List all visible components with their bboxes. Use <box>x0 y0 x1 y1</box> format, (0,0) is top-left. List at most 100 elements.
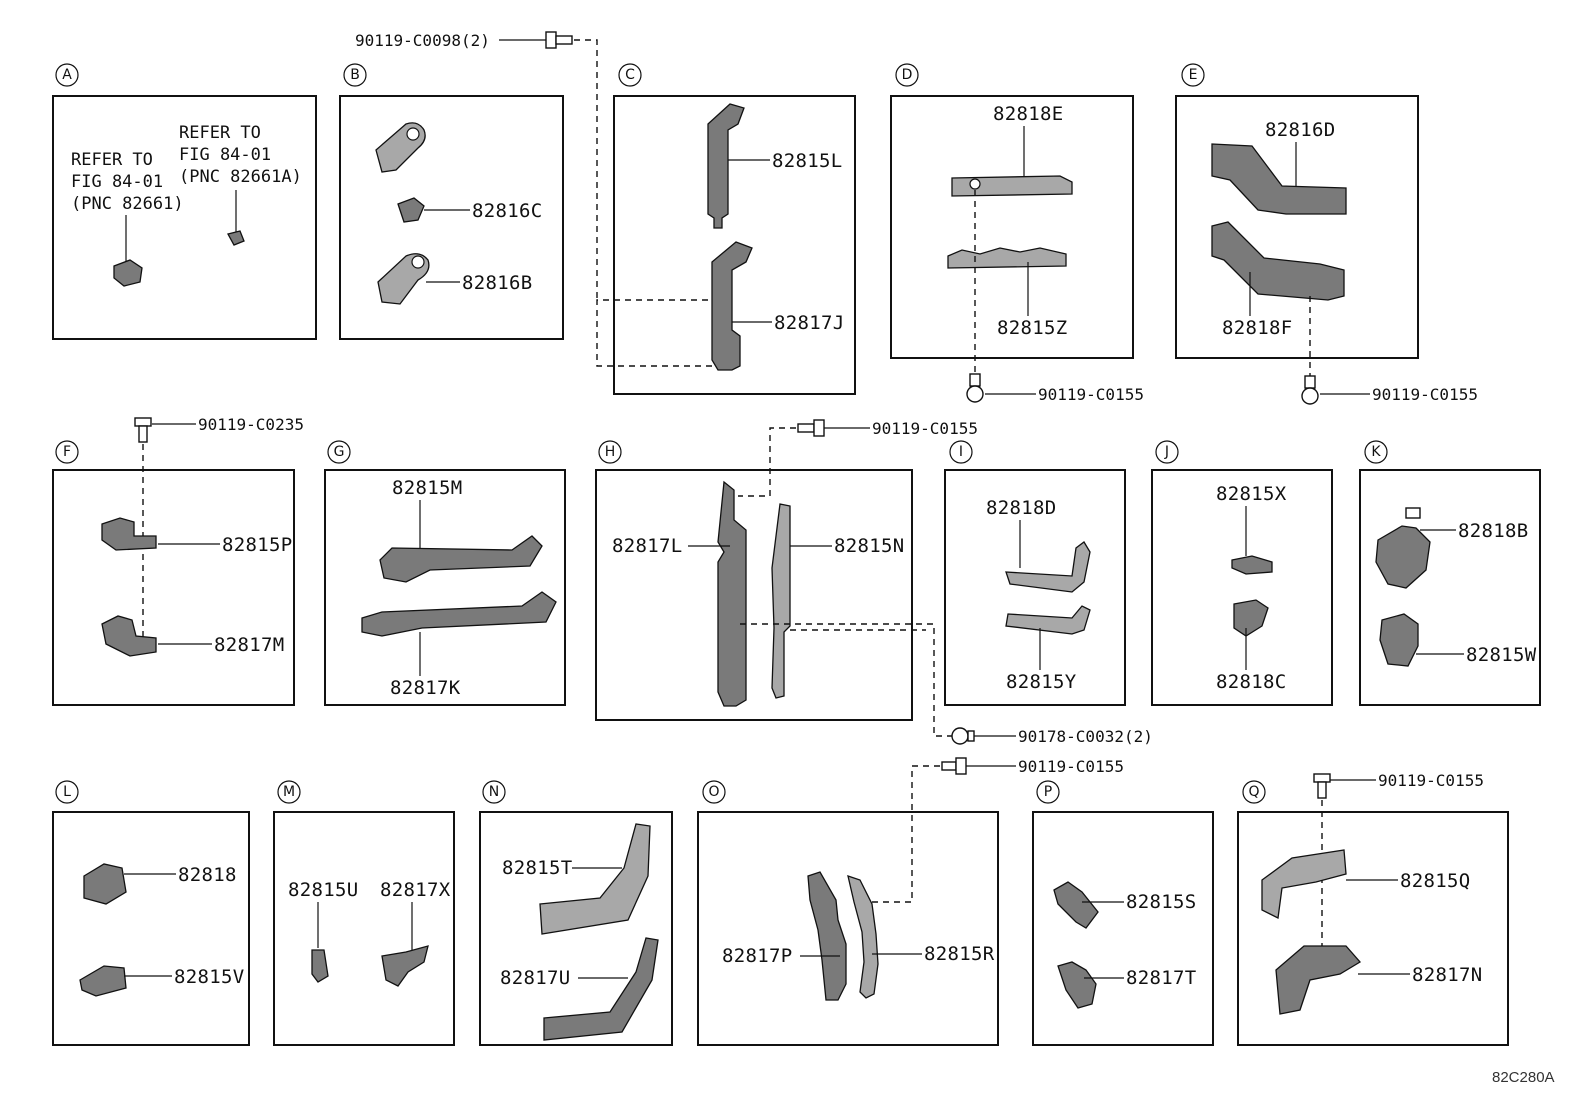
part-label-82815y: 82815Y <box>1006 671 1077 693</box>
bolt-icon <box>1301 375 1319 405</box>
box-k <box>1359 469 1541 706</box>
part-label-82815p: 82815P <box>222 534 292 556</box>
part-82818b-shape <box>1375 525 1431 589</box>
svg-text:L: L <box>63 784 71 800</box>
fastener-label-f-top: 90119-C0235 <box>198 415 304 434</box>
part-82817p-shape <box>807 871 847 1001</box>
fastener-d-bottom: 90119-C0155 <box>966 373 1144 404</box>
section-letters: A B C D E F G H I J K L M N O P Q <box>55 63 1388 804</box>
part-82815u-shape <box>311 949 329 983</box>
svg-text:P: P <box>1044 784 1052 800</box>
box-g <box>324 469 566 706</box>
clamp-part-a1 <box>113 259 143 287</box>
svg-text:H: H <box>605 444 616 460</box>
section-letter-f: F <box>55 440 79 464</box>
section-m: 82815U 82817X <box>288 879 450 987</box>
fastener-f-top: 90119-C0235 <box>134 415 304 640</box>
part-label-82815w: 82815W <box>1466 644 1537 666</box>
fastener-h-top: 90119-C0155 <box>738 419 978 497</box>
part-82815r-shape <box>847 875 879 999</box>
reference-note-1-line-3: (PNC 82661) <box>71 194 184 214</box>
part-label-82817l: 82817L <box>612 535 682 557</box>
part-82817x-shape <box>381 945 429 987</box>
section-a: REFER TO FIG 84-01 (PNC 82661) REFER TO … <box>71 123 302 287</box>
section-letter-p: P <box>1036 780 1060 804</box>
section-n: 82815T 82817U <box>500 823 659 1041</box>
part-82815s-shape <box>1053 881 1099 929</box>
bolt-icon <box>545 31 573 49</box>
box-h <box>595 469 913 721</box>
section-j: 82815X 82818C <box>1216 483 1286 693</box>
part-82818-shape <box>83 863 127 905</box>
part-label-82817u: 82817U <box>500 967 570 989</box>
part-label-82815v: 82815V <box>174 966 244 988</box>
section-letter-i: I <box>949 440 973 464</box>
section-letter-a: A <box>55 63 79 87</box>
fastener-label-o-top: 90119-C0155 <box>1018 757 1124 776</box>
section-d: 82818E 82815Z <box>947 103 1073 372</box>
fastener-label-q-top: 90119-C0155 <box>1378 771 1484 790</box>
section-l: 82818 82815V <box>79 863 244 997</box>
reference-note-1-line-1: REFER TO <box>71 150 153 170</box>
section-letter-n: N <box>482 780 506 804</box>
section-letter-o: O <box>702 780 726 804</box>
section-q: 82815Q 82817N <box>1261 849 1482 1015</box>
box-b <box>339 95 564 340</box>
part-82815l-shape <box>707 103 745 229</box>
part-label-82815q: 82815Q <box>1400 870 1470 892</box>
section-letter-d: D <box>895 63 919 87</box>
part-label-82815t: 82815T <box>502 857 572 879</box>
part-82817l-shape <box>717 480 747 707</box>
box-q <box>1237 811 1509 1046</box>
svg-text:O: O <box>708 784 719 800</box>
part-82817k-shape <box>361 591 557 637</box>
box-l <box>52 811 250 1046</box>
svg-text:F: F <box>63 444 71 460</box>
part-label-82815l: 82815L <box>772 150 842 172</box>
part-82818c-shape <box>1233 599 1269 637</box>
part-label-82817t: 82817T <box>1126 967 1196 989</box>
part-label-82817p: 82817P <box>722 945 792 967</box>
part-82815z-shape <box>947 247 1067 269</box>
reference-note-1-line-2: FIG 84-01 <box>71 172 163 192</box>
section-e: 82816D 82818F <box>1211 119 1347 376</box>
part-82816c-shape <box>397 197 425 223</box>
bolt-icon <box>797 419 825 437</box>
part-label-82817m: 82817M <box>214 634 284 656</box>
part-label-82816b: 82816B <box>462 272 532 294</box>
section-c: 82815L 82817J <box>596 103 844 371</box>
part-label-82818: 82818 <box>178 864 237 886</box>
section-b: 82816C 82816B <box>375 122 542 305</box>
section-letter-h: H <box>598 440 622 464</box>
fastener-q-top: 90119-C0155 <box>1313 771 1484 962</box>
clamp-part-a2 <box>227 230 245 246</box>
svg-text:K: K <box>1371 444 1381 460</box>
svg-text:J: J <box>1164 444 1169 460</box>
section-g: 82815M 82817K <box>361 477 557 699</box>
svg-text:G: G <box>334 444 345 460</box>
box-i <box>944 469 1126 706</box>
section-letter-q: Q <box>1242 780 1266 804</box>
part-82817u-shape <box>543 937 659 1041</box>
part-82815n-shape <box>771 503 791 699</box>
part-82815t-shape <box>539 823 651 935</box>
part-label-82816d: 82816D <box>1265 119 1335 141</box>
section-letter-e: E <box>1181 63 1205 87</box>
part-82817t-shape <box>1057 961 1097 1009</box>
nut-icon <box>951 727 975 745</box>
part-82817m-shape <box>101 615 157 657</box>
bolt-icon <box>1405 507 1421 519</box>
part-label-82817j: 82817J <box>774 312 844 334</box>
fastener-h-nut: 90178-C0032(2) <box>951 727 1153 746</box>
section-f: 82815P 82817M <box>101 517 292 657</box>
part-82815m-shape <box>379 535 543 583</box>
part-82817j-shape <box>711 241 753 371</box>
section-letter-j: J <box>1155 440 1179 464</box>
section-p: 82815S 82817T <box>1053 881 1196 1009</box>
part-82815q-shape <box>1261 849 1347 919</box>
part-label-82817k: 82817K <box>390 677 461 699</box>
part-label-82815r: 82815R <box>924 943 995 965</box>
section-letter-b: B <box>343 63 367 87</box>
